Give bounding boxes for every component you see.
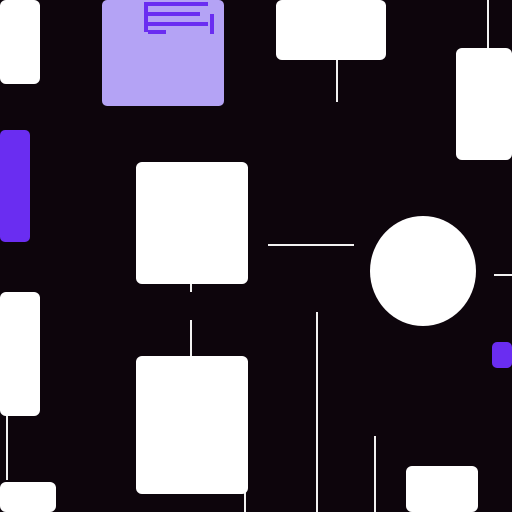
connector-line xyxy=(374,436,376,512)
accent-node[interactable] xyxy=(0,130,30,242)
node-box[interactable] xyxy=(0,482,56,512)
connector-line xyxy=(494,274,512,276)
document-node[interactable] xyxy=(102,0,224,106)
accent-node[interactable] xyxy=(492,342,512,368)
node-circle[interactable] xyxy=(370,216,476,326)
node-box[interactable] xyxy=(276,0,386,60)
node-box[interactable] xyxy=(456,48,512,160)
node-box[interactable] xyxy=(406,466,478,512)
connector-line xyxy=(190,320,192,356)
node-box[interactable] xyxy=(0,0,40,84)
connector-line xyxy=(268,244,354,246)
node-box[interactable] xyxy=(136,356,248,494)
connector-line xyxy=(316,312,318,512)
connector-line xyxy=(487,0,489,50)
document-icon xyxy=(144,2,214,34)
connector-line xyxy=(244,486,246,512)
connector-line xyxy=(190,282,192,292)
node-box[interactable] xyxy=(136,162,248,284)
connector-line xyxy=(336,58,338,102)
node-box[interactable] xyxy=(0,292,40,416)
connector-line xyxy=(6,416,8,480)
